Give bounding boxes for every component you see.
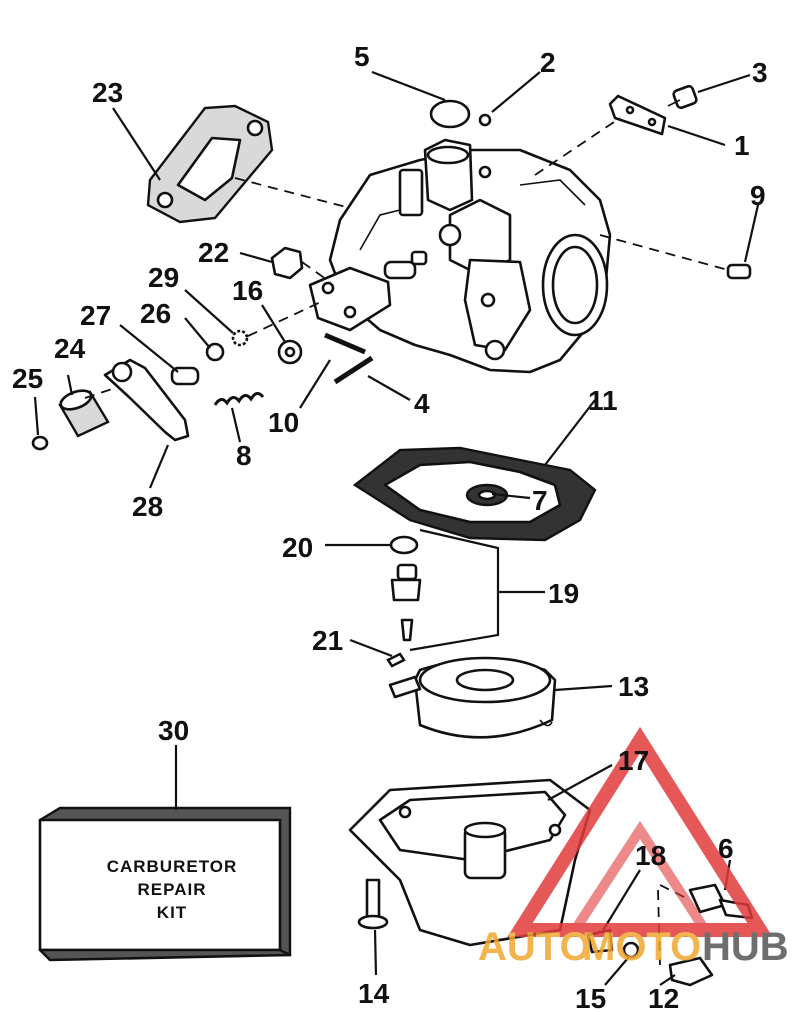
callout-17: 17 <box>618 745 649 776</box>
callout-4: 4 <box>414 388 430 419</box>
callout-labels: 1 2 3 4 5 6 7 8 9 10 11 12 13 14 15 16 1… <box>12 41 768 1012</box>
callout-1: 1 <box>734 130 750 161</box>
part-carburetor-body <box>308 138 612 374</box>
part-1-bracket <box>608 94 667 136</box>
callout-25: 25 <box>12 363 43 394</box>
part-20-washer <box>389 535 419 555</box>
callout-11: 11 <box>588 385 618 416</box>
callout-16: 16 <box>232 275 263 306</box>
kit-box-line2: REPAIR <box>138 880 207 899</box>
kit-box-line1: CARBURETOR <box>107 857 238 876</box>
part-21-clip <box>386 652 406 668</box>
part-13-float <box>388 656 557 739</box>
part-27-screw <box>170 366 200 386</box>
part-3-screw <box>667 84 698 110</box>
callout-27: 27 <box>80 300 111 331</box>
callout-10: 10 <box>268 407 299 438</box>
callout-20: 20 <box>282 532 313 563</box>
part-11-gasket <box>352 446 597 542</box>
part-needle <box>400 618 414 642</box>
part-2-ball <box>478 113 492 127</box>
part-25-ring <box>31 435 49 451</box>
part-9-screw <box>726 263 752 280</box>
callout-3: 3 <box>752 57 768 88</box>
part-needle-seat <box>390 563 422 602</box>
callout-21: 21 <box>312 625 343 656</box>
callout-12: 12 <box>648 983 679 1012</box>
kit-box-line3: KIT <box>157 903 187 922</box>
callout-30: 30 <box>158 715 189 746</box>
callout-13: 13 <box>618 671 649 702</box>
part-24-roller <box>58 389 110 438</box>
callout-18: 18 <box>635 840 666 871</box>
part-10-pin <box>324 332 366 355</box>
watermark-moto: MOTO <box>582 925 701 969</box>
callout-7: 7 <box>532 485 548 516</box>
callout-15: 15 <box>575 983 606 1012</box>
callout-8: 8 <box>236 440 252 471</box>
part-15-washer <box>622 941 640 959</box>
callout-24: 24 <box>54 333 86 364</box>
watermark-auto: AUTO <box>478 925 591 969</box>
callout-26: 26 <box>140 298 171 329</box>
callout-2: 2 <box>540 47 556 78</box>
part-14-screw <box>357 878 389 930</box>
callout-29: 29 <box>148 262 179 293</box>
automotohub-watermark-logo: AUTO MOTO HUB <box>478 726 789 969</box>
callout-28: 28 <box>132 491 163 522</box>
watermark-hub: HUB <box>702 925 789 969</box>
callout-9: 9 <box>750 180 766 211</box>
part-4-screw <box>333 355 374 385</box>
part-8-spring <box>213 392 265 406</box>
part-22-nut <box>270 246 304 280</box>
callout-6: 6 <box>718 833 734 864</box>
part-23-gasket <box>146 104 274 224</box>
part-26-washer <box>205 342 225 362</box>
part-30-kit-box <box>38 806 292 962</box>
callout-23: 23 <box>92 77 123 108</box>
callout-22: 22 <box>198 237 229 268</box>
callout-14: 14 <box>358 978 390 1009</box>
callout-5: 5 <box>354 41 370 72</box>
part-29-lockwasher <box>231 329 249 347</box>
part-5-plug <box>429 99 471 129</box>
callout-19: 19 <box>548 578 579 609</box>
